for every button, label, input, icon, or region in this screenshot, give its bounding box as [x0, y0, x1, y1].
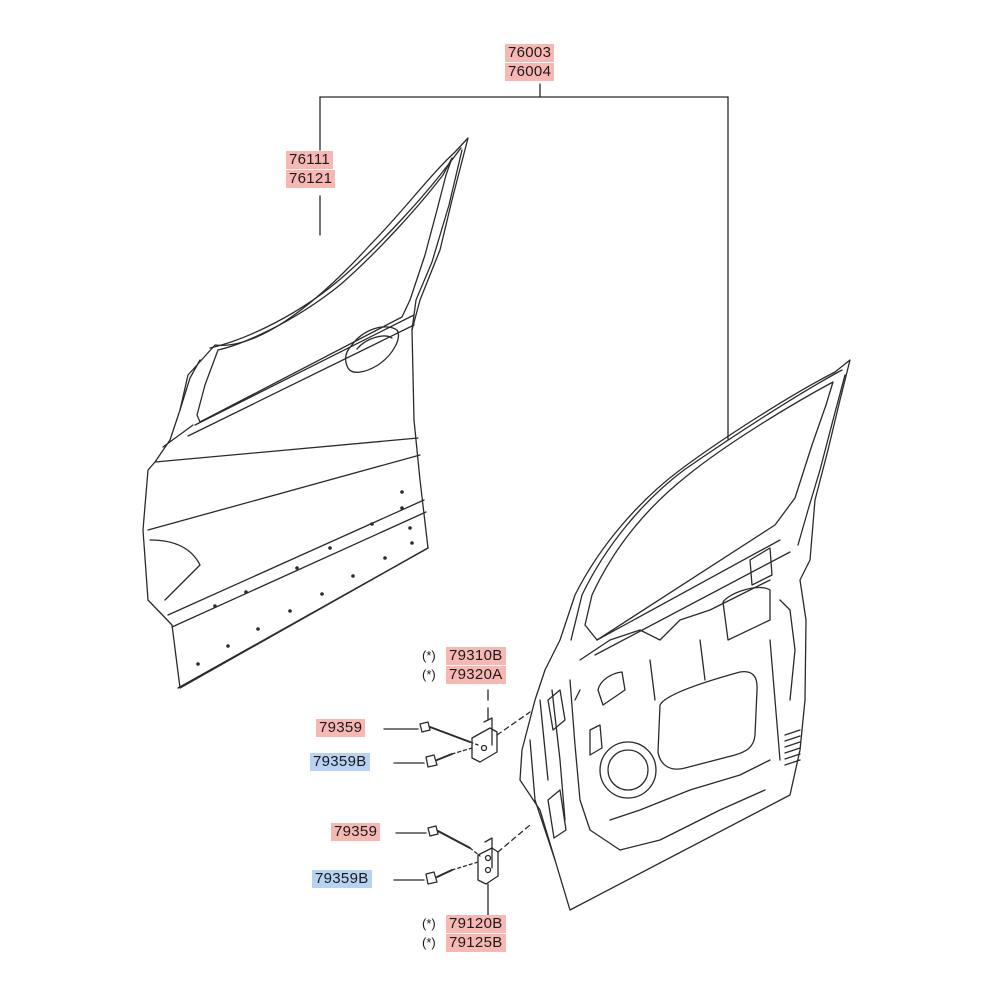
upper-hinge-dash: [496, 711, 531, 736]
label-76121: 76121: [286, 170, 336, 188]
label-79359B-lower: 79359B: [312, 870, 372, 888]
label-79359-lower: 79359: [331, 823, 381, 841]
bolt-b-upper: [393, 747, 473, 768]
label-79320A: 79320A: [446, 666, 506, 684]
door-outer-panel: [142, 137, 469, 689]
label-79310B: 79310B: [446, 647, 506, 665]
bolt-lower: [395, 825, 481, 857]
label-76111: 76111: [286, 151, 333, 169]
label-79125B: 79125B: [446, 934, 506, 952]
bolt-b-lower: [393, 861, 479, 885]
label-79120B: 79120B: [446, 915, 506, 933]
asterisk-marker: (*): [422, 935, 436, 950]
door-inner-panel: [519, 359, 851, 911]
panel-holes: [196, 490, 414, 666]
asterisk-marker: (*): [422, 916, 436, 931]
lower-hinge: [477, 837, 499, 885]
asterisk-marker: (*): [422, 648, 436, 663]
label-76004: 76004: [505, 63, 555, 81]
asterisk-marker: (*): [422, 667, 436, 682]
bolt-upper: [383, 721, 479, 746]
lower-hinge-dash: [497, 824, 531, 853]
upper-hinge: [471, 707, 498, 763]
label-79359-upper: 79359: [316, 719, 366, 737]
label-76003: 76003: [505, 44, 555, 62]
leader-76003: [319, 83, 729, 441]
label-79359B-upper: 79359B: [310, 753, 370, 771]
